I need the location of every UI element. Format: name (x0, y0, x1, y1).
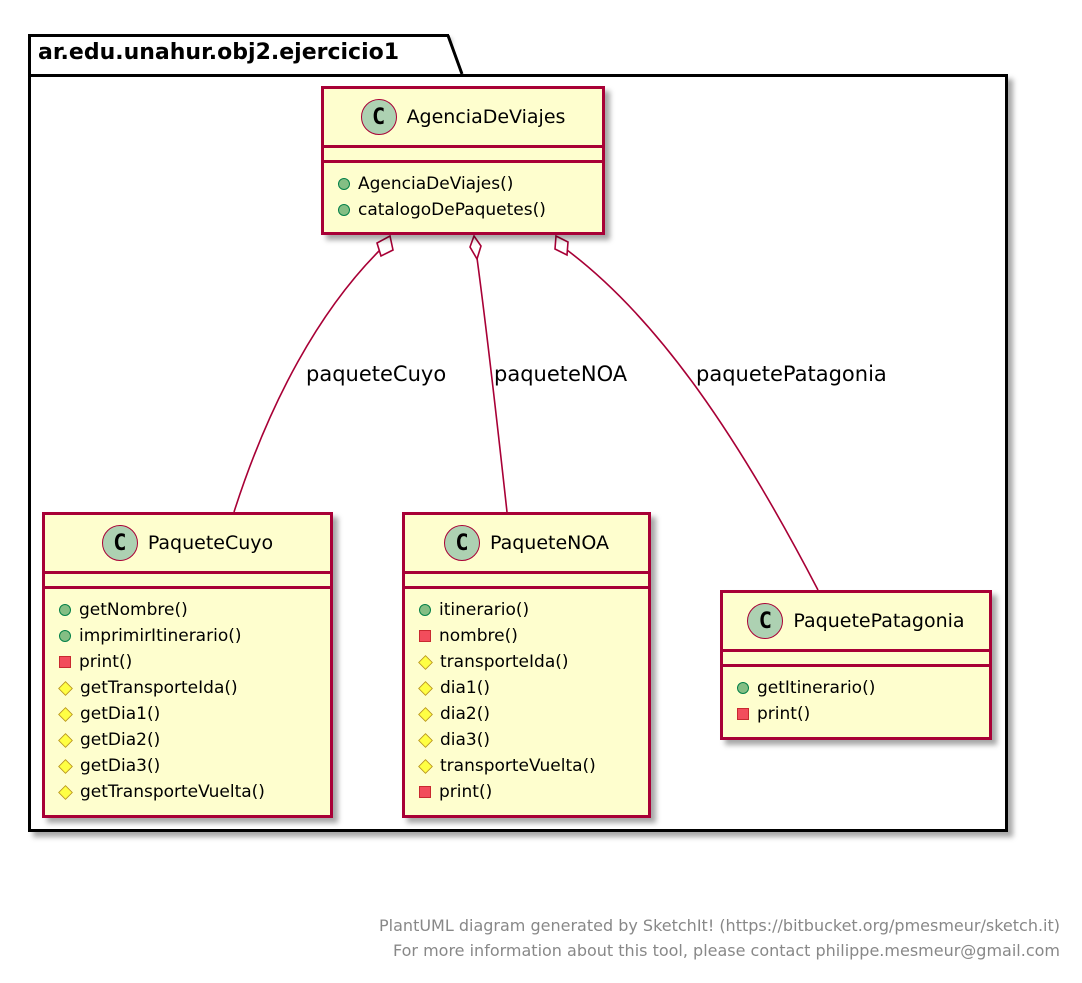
method-row: dia1() (418, 675, 648, 701)
methods-section: getNombre() imprimirItinerario() print() ge… (45, 589, 330, 811)
protected-visibility-icon (58, 784, 73, 800)
public-visibility-icon (737, 682, 749, 694)
protected-visibility-icon (58, 680, 73, 696)
method-row: transporteVuelta() (418, 753, 648, 779)
method-name: getItinerario() (757, 678, 876, 698)
class-stereotype-icon: C (747, 603, 784, 639)
attributes-section (723, 652, 989, 664)
class-header: C PaqueteCuyo (45, 515, 330, 571)
private-visibility-icon (59, 656, 71, 668)
relation-label-cuyo: paqueteCuyo (306, 362, 447, 386)
protected-visibility-icon (418, 732, 433, 748)
method-row: dia3() (418, 727, 648, 753)
class-name: PaqueteNOA (489, 532, 609, 554)
method-name: itinerario() (439, 600, 530, 620)
relation-label-patagonia: paquetePatagonia (696, 362, 887, 386)
public-visibility-icon (59, 604, 71, 616)
aggregation-diamond-patagonia (554, 234, 569, 257)
class-name: AgenciaDeViajes (406, 106, 566, 128)
methods-section: getItinerario() print() (723, 667, 989, 733)
protected-visibility-icon (418, 706, 433, 722)
protected-visibility-icon (418, 680, 433, 696)
method-row: getDia2() (58, 727, 330, 753)
method-name: print() (79, 652, 133, 672)
attributes-section (324, 148, 602, 160)
methods-section: itinerario() nombre() transporteIda() dia1(… (405, 589, 648, 811)
relation-line-patagonia (566, 249, 819, 591)
relation-label-noa: paqueteNOA (494, 362, 628, 386)
method-row: print() (737, 701, 989, 727)
class-stereotype-icon: C (443, 525, 480, 561)
method-name: getDia2() (80, 730, 161, 750)
method-row: dia2() (418, 701, 648, 727)
class-paquete-cuyo[interactable]: C PaqueteCuyo getNombre() imprimirItinera… (42, 512, 333, 818)
method-row: print() (419, 779, 648, 805)
footer-generated-by: PlantUML diagram generated by SketchIt! … (379, 916, 1060, 935)
method-row: transporteIda() (418, 649, 648, 675)
method-row: getTransporteVuelta() (58, 779, 330, 805)
method-row: AgenciaDeViajes() (338, 171, 602, 197)
attributes-section (45, 574, 330, 586)
private-visibility-icon (737, 708, 749, 720)
class-stereotype-icon: C (360, 99, 397, 135)
method-name: dia1() (440, 678, 491, 698)
protected-visibility-icon (58, 706, 73, 722)
class-paquete-noa[interactable]: C PaqueteNOA itinerario() nombre() transpo… (402, 512, 651, 818)
method-name: imprimirItinerario() (79, 626, 242, 646)
method-name: nombre() (439, 626, 518, 646)
protected-visibility-icon (418, 758, 433, 774)
method-row: getTransporteIda() (58, 675, 330, 701)
method-row: getDia1() (58, 701, 330, 727)
class-name: PaquetePatagonia (793, 610, 965, 632)
public-visibility-icon (59, 630, 71, 642)
method-name: print() (757, 704, 811, 724)
package-tab-slant (440, 34, 464, 75)
method-row: print() (59, 649, 330, 675)
method-name: getNombre() (79, 600, 188, 620)
method-name: getDia1() (80, 704, 161, 724)
method-name: dia3() (440, 730, 491, 750)
method-name: dia2() (440, 704, 491, 724)
class-name: PaqueteCuyo (147, 532, 274, 554)
method-row: itinerario() (419, 597, 648, 623)
method-name: getTransporteVuelta() (80, 782, 265, 802)
class-agencia-de-viajes[interactable]: C AgenciaDeViajes AgenciaDeViajes() catal… (321, 86, 605, 235)
class-header: C AgenciaDeViajes (324, 89, 602, 145)
protected-visibility-icon (418, 654, 433, 670)
protected-visibility-icon (58, 758, 73, 774)
private-visibility-icon (419, 786, 431, 798)
method-name: catalogoDePaquetes() (358, 200, 546, 220)
method-row: imprimirItinerario() (59, 623, 330, 649)
public-visibility-icon (419, 604, 431, 616)
method-name: print() (439, 782, 493, 802)
class-stereotype-icon: C (101, 525, 138, 561)
class-paquete-patagonia[interactable]: C PaquetePatagonia getItinerario() print(… (720, 590, 992, 740)
class-header: C PaqueteNOA (405, 515, 648, 571)
method-row: catalogoDePaquetes() (338, 197, 602, 223)
public-visibility-icon (338, 204, 350, 216)
method-row: getDia3() (58, 753, 330, 779)
relation-line-cuyo (233, 249, 381, 513)
method-name: AgenciaDeViajes() (358, 174, 514, 194)
methods-section: AgenciaDeViajes() catalogoDePaquetes() (324, 163, 602, 229)
class-header: C PaquetePatagonia (723, 593, 989, 649)
method-row: getItinerario() (737, 675, 989, 701)
method-row: getNombre() (59, 597, 330, 623)
method-name: transporteVuelta() (440, 756, 596, 776)
aggregation-diamond-cuyo (376, 234, 394, 258)
footer-contact-info: For more information about this tool, pl… (392, 941, 1060, 960)
method-name: getDia3() (80, 756, 161, 776)
public-visibility-icon (338, 178, 350, 190)
attributes-section (405, 574, 648, 586)
method-name: transporteIda() (440, 652, 569, 672)
relation-line-noa (476, 257, 508, 513)
method-row: nombre() (419, 623, 648, 649)
protected-visibility-icon (58, 732, 73, 748)
package-title: ar.edu.unahur.obj2.ejercicio1 (38, 40, 400, 65)
package-tab (28, 34, 448, 74)
aggregation-diamond-noa (469, 234, 482, 261)
private-visibility-icon (419, 630, 431, 642)
method-name: getTransporteIda() (80, 678, 238, 698)
